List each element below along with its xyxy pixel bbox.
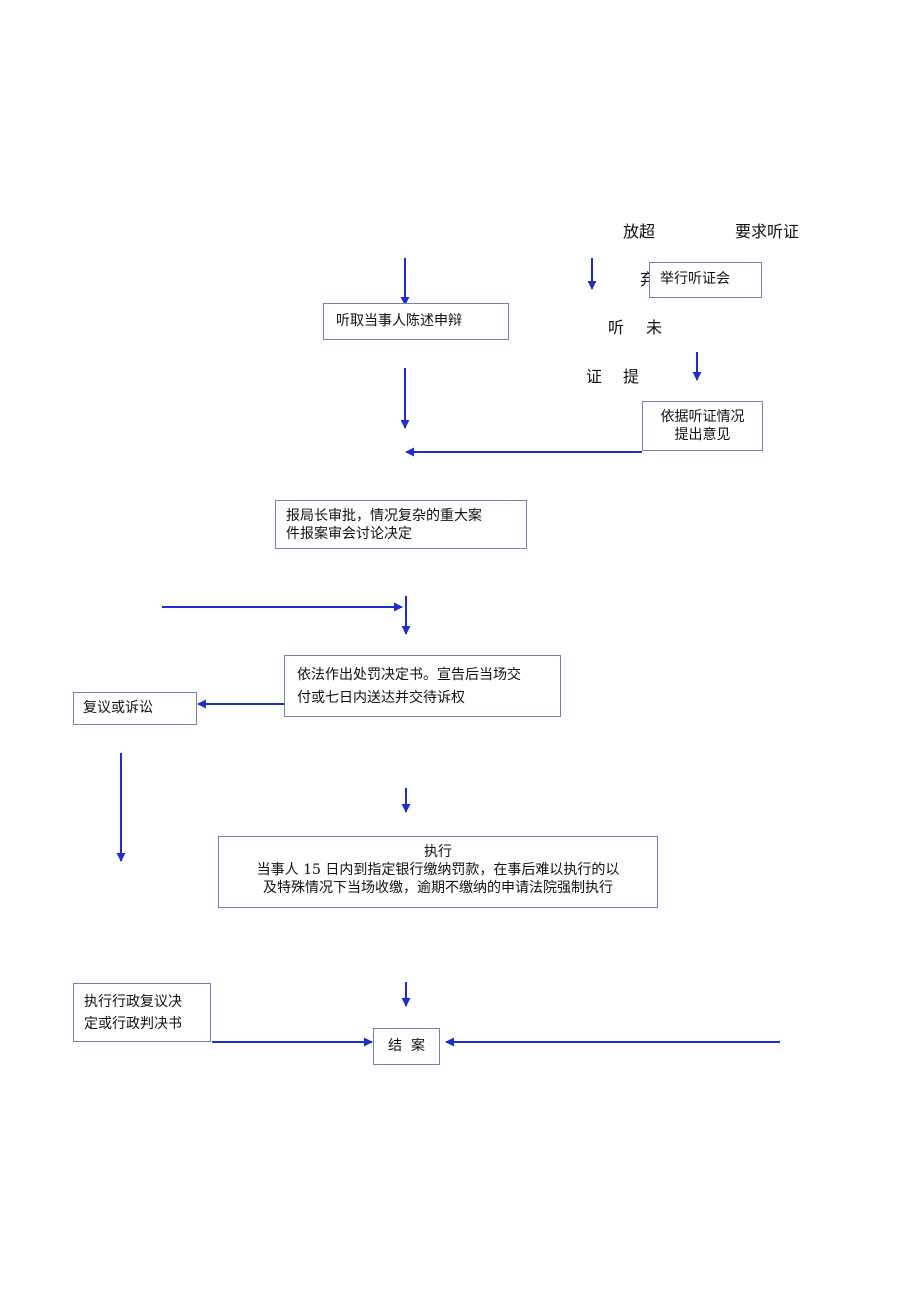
label-zheng: 证 bbox=[586, 367, 603, 386]
box-admin-review-decision-line-1: 执行行政复议决 bbox=[84, 994, 182, 1010]
box-close-case: 结 案 bbox=[373, 1028, 440, 1065]
label-ti: 提 bbox=[623, 367, 640, 386]
label-fang-chao: 放超 bbox=[623, 222, 656, 241]
box-execution-line-2: 及特殊情况下当场收缴，逾期不缴纳的申请法院强制执行 bbox=[263, 880, 613, 896]
box-hear-statement-text: 听取当事人陈述申辩 bbox=[336, 313, 462, 329]
box-execution: 执行 当事人 15 日内到指定银行缴纳罚款，在事后难以执行的以 及特殊情况下当场… bbox=[218, 836, 658, 908]
box-director-approval-line-2: 件报案审会讨论决定 bbox=[286, 526, 412, 542]
box-hearing-opinion-line-2: 提出意见 bbox=[674, 427, 731, 443]
box-review-or-litigation-text: 复议或诉讼 bbox=[83, 700, 153, 716]
box-hold-hearing-text: 举行听证会 bbox=[660, 271, 730, 287]
box-admin-review-decision-line-2: 定或行政判决书 bbox=[84, 1016, 182, 1032]
box-director-approval: 报局长审批，情况复杂的重大案 件报案审会讨论决定 bbox=[275, 500, 527, 549]
label-request-hearing: 要求听证 bbox=[735, 222, 800, 241]
box-director-approval-line-1: 报局长审批，情况复杂的重大案 bbox=[286, 508, 482, 524]
box-penalty-decision: 依法作出处罚决定书。宣告后当场交 付或七日内送达并交待诉权 bbox=[284, 655, 561, 717]
label-ting: 听 bbox=[608, 318, 625, 337]
box-review-or-litigation: 复议或诉讼 bbox=[73, 692, 197, 725]
box-hearing-opinion-line-1: 依据听证情况 bbox=[660, 409, 745, 425]
box-execution-line-1: 当事人 15 日内到指定银行缴纳罚款，在事后难以执行的以 bbox=[256, 862, 620, 878]
box-penalty-decision-line-1: 依法作出处罚决定书。宣告后当场交 bbox=[297, 667, 521, 683]
box-execution-title: 执行 bbox=[424, 844, 452, 860]
label-wei: 未 bbox=[646, 318, 663, 337]
box-close-case-text: 结 案 bbox=[388, 1038, 425, 1054]
box-penalty-decision-line-2: 付或七日内送达并交待诉权 bbox=[297, 690, 465, 706]
box-hold-hearing: 举行听证会 bbox=[649, 262, 762, 298]
box-hear-statement: 听取当事人陈述申辩 bbox=[323, 303, 509, 340]
box-hearing-opinion: 依据听证情况 提出意见 bbox=[642, 401, 763, 451]
box-admin-review-decision: 执行行政复议决 定或行政判决书 bbox=[73, 983, 211, 1042]
